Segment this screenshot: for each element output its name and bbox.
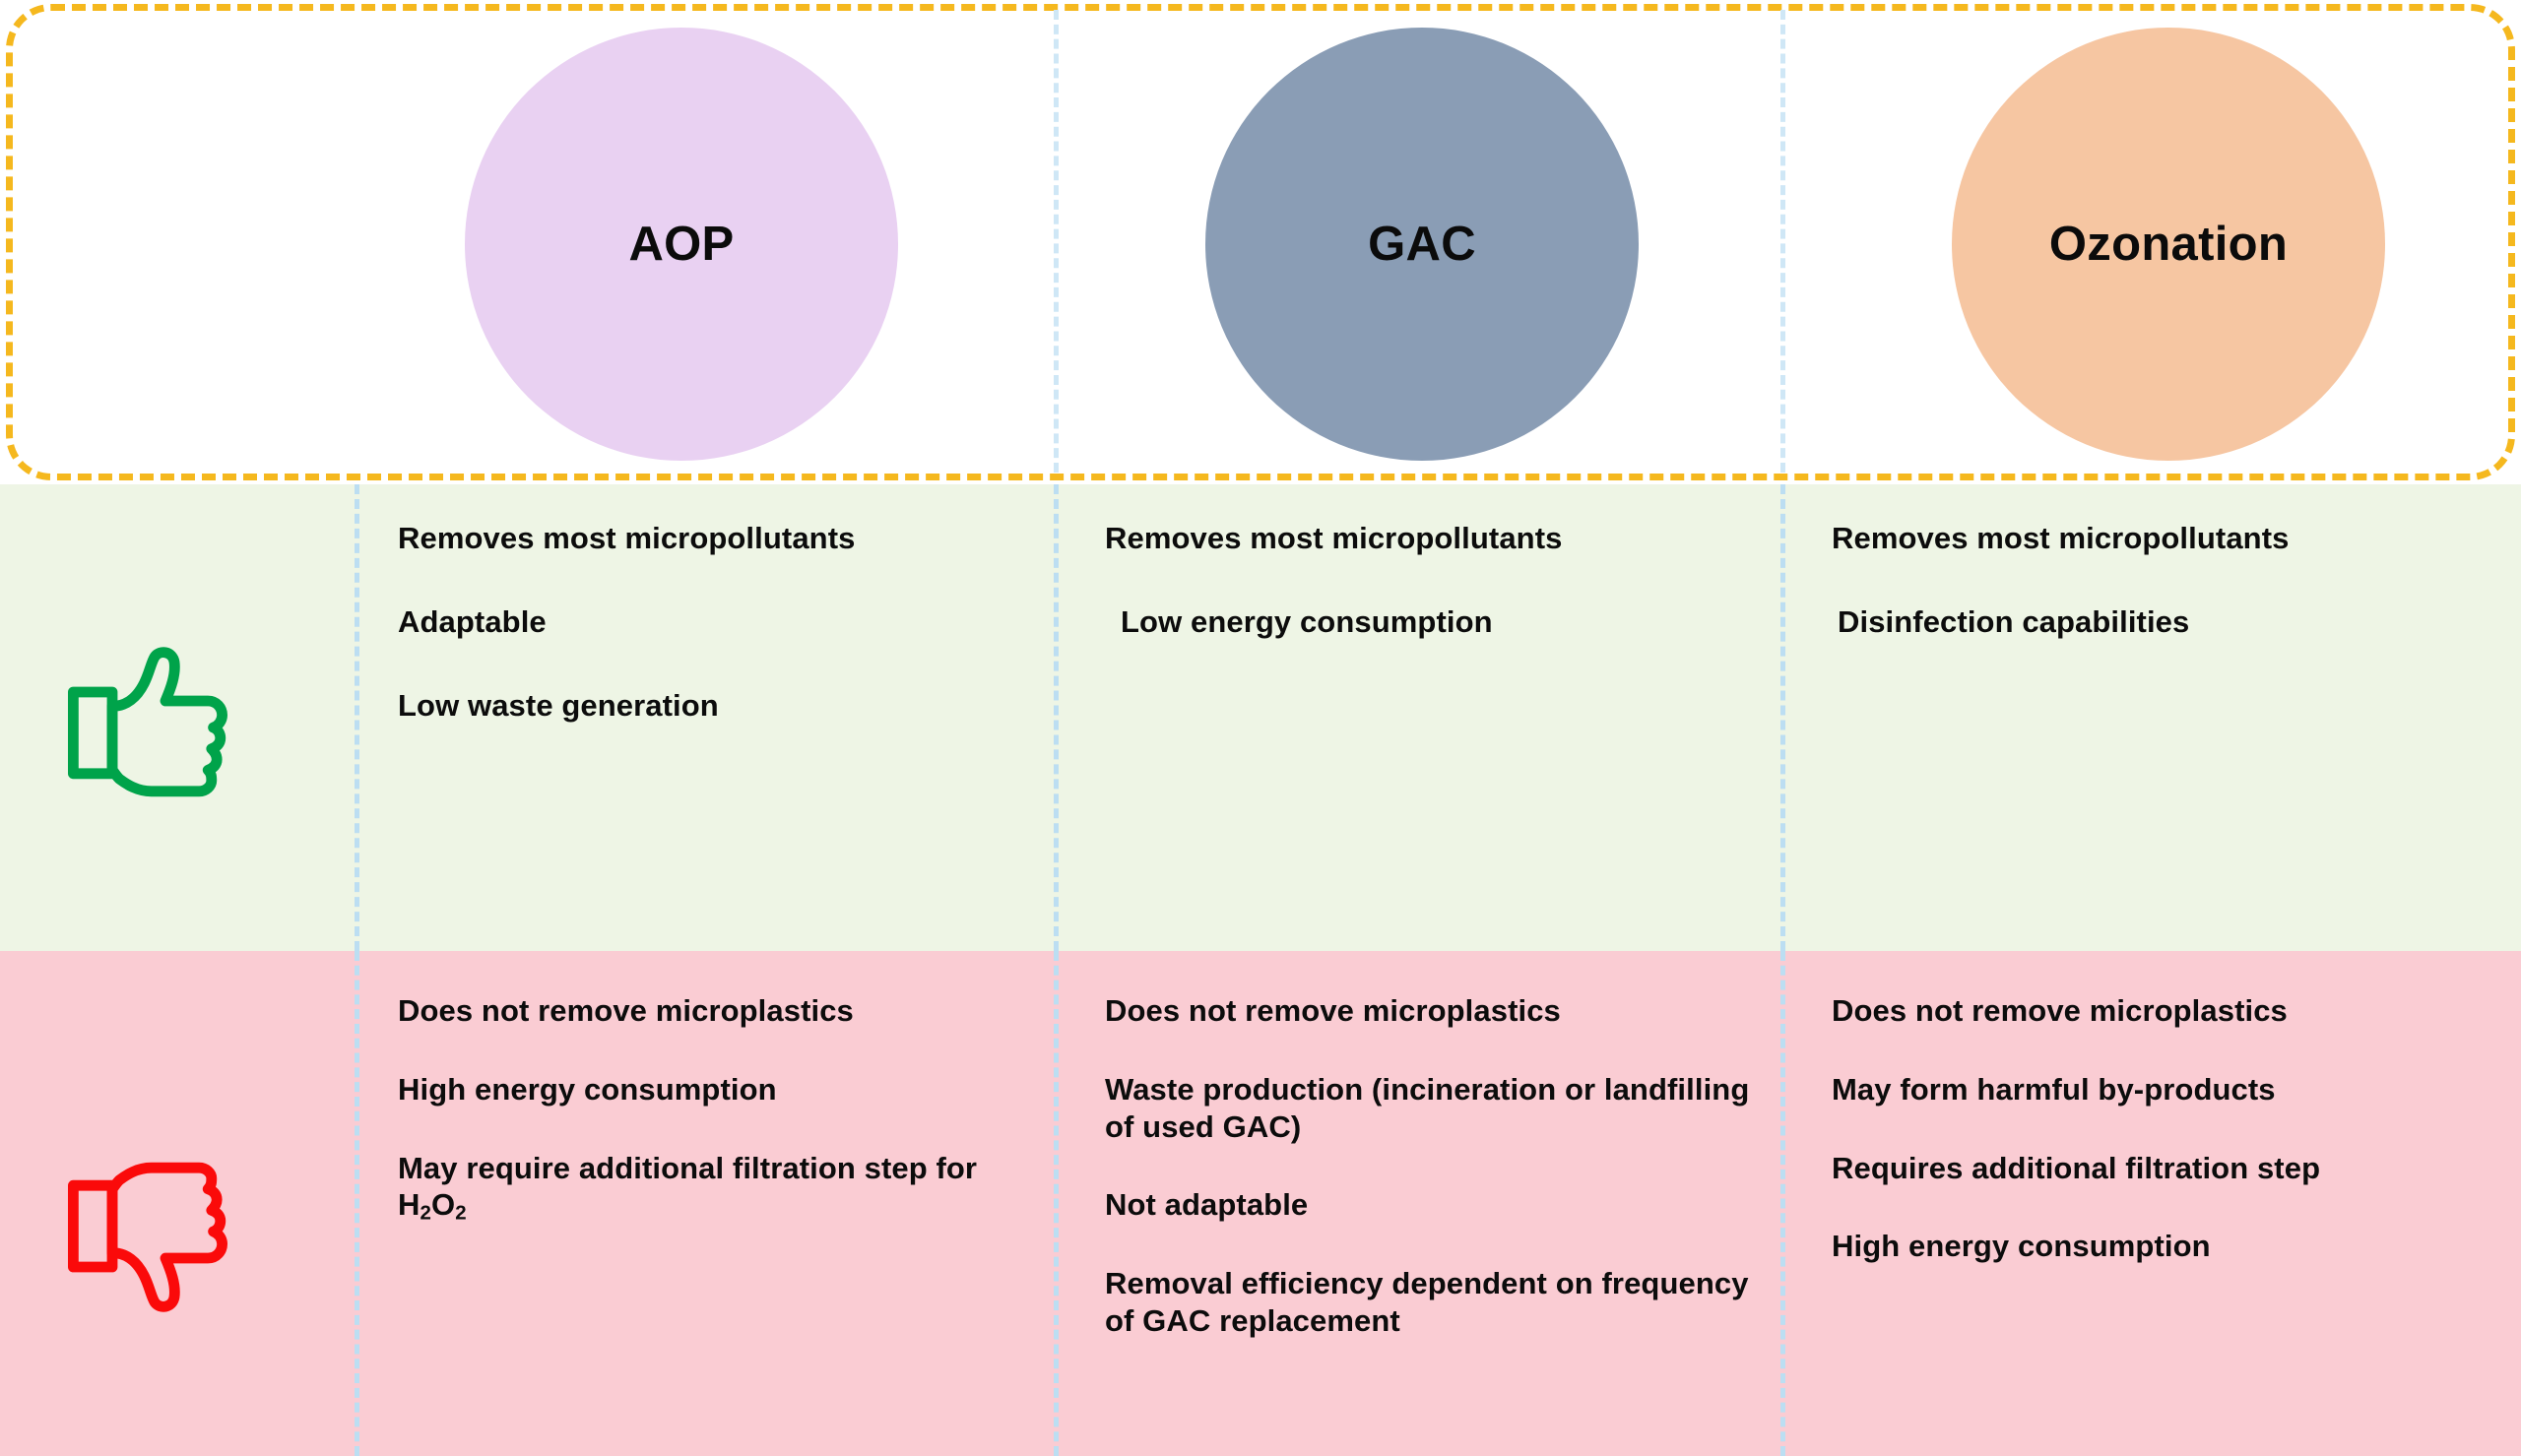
- cons-divider-2: [1054, 951, 1059, 1456]
- cons-item: Not adaptable: [1105, 1187, 1309, 1223]
- cons-item: Waste production (incineration or landfi…: [1105, 1071, 1750, 1144]
- thumbs-up-icon: [68, 647, 227, 797]
- pros-item: Removes most micropollutants: [1105, 521, 1563, 555]
- cons-section: [0, 951, 2521, 1456]
- pros-item: Disinfection capabilities: [1838, 603, 2190, 639]
- pros-item: Low energy consumption: [1121, 603, 1493, 639]
- cons-item: Requires additional filtration step: [1832, 1150, 2321, 1185]
- pros-divider-1: [355, 484, 359, 951]
- pros-item: Removes most micropollutants: [1832, 521, 2290, 555]
- technology-circle-aop[interactable]: AOP: [465, 28, 898, 461]
- pros-item: Adaptable: [398, 603, 547, 639]
- cons-column-ozonation: Does not remove microplastics May form h…: [1832, 992, 2482, 1265]
- cons-divider-3: [1780, 951, 1785, 1456]
- cons-item: High energy consumption: [1832, 1229, 2211, 1264]
- pros-column-gac: Removes most micropollutants Low energy …: [1105, 520, 1755, 641]
- thumbs-up-icon-well: [59, 610, 305, 827]
- technology-label-aop: AOP: [628, 217, 735, 271]
- technology-circle-gac[interactable]: GAC: [1205, 28, 1639, 461]
- pros-item: Removes most micropollutants: [398, 521, 856, 555]
- cons-item: May require additional filtration step f…: [398, 1150, 978, 1225]
- thumbs-down-icon: [68, 1162, 227, 1312]
- cons-column-gac: Does not remove microplastics Waste prod…: [1105, 992, 1755, 1340]
- pros-section: [0, 484, 2521, 951]
- technology-circles-row: AOP GAC Ozonation: [0, 0, 2521, 482]
- pros-divider-3: [1780, 484, 1785, 951]
- cons-column-aop: Does not remove microplastics High energ…: [398, 992, 1048, 1227]
- header-divider-3: [1780, 10, 1785, 473]
- header-divider-2: [1054, 10, 1059, 473]
- technology-label-ozonation: Ozonation: [2048, 217, 2289, 271]
- pros-item: Low waste generation: [398, 687, 719, 723]
- cons-item: Does not remove microplastics: [1832, 993, 2288, 1028]
- cons-divider-1: [355, 951, 359, 1456]
- pros-divider-2: [1054, 484, 1059, 951]
- cons-item: Does not remove microplastics: [1105, 993, 1561, 1028]
- thumbs-down-icon-well: [59, 1132, 305, 1349]
- pros-column-aop: Removes most micropollutants Adaptable L…: [398, 520, 1048, 724]
- cons-item: Removal efficiency dependent on frequenc…: [1105, 1266, 1749, 1339]
- technology-circle-ozonation[interactable]: Ozonation: [1952, 28, 2385, 461]
- pros-column-ozonation: Removes most micropollutants Disinfectio…: [1832, 520, 2482, 641]
- cons-item: Does not remove microplastics: [398, 993, 854, 1028]
- cons-item: May form harmful by-products: [1832, 1071, 2276, 1107]
- cons-item: High energy consumption: [398, 1071, 777, 1107]
- technology-label-gac: GAC: [1368, 217, 1476, 271]
